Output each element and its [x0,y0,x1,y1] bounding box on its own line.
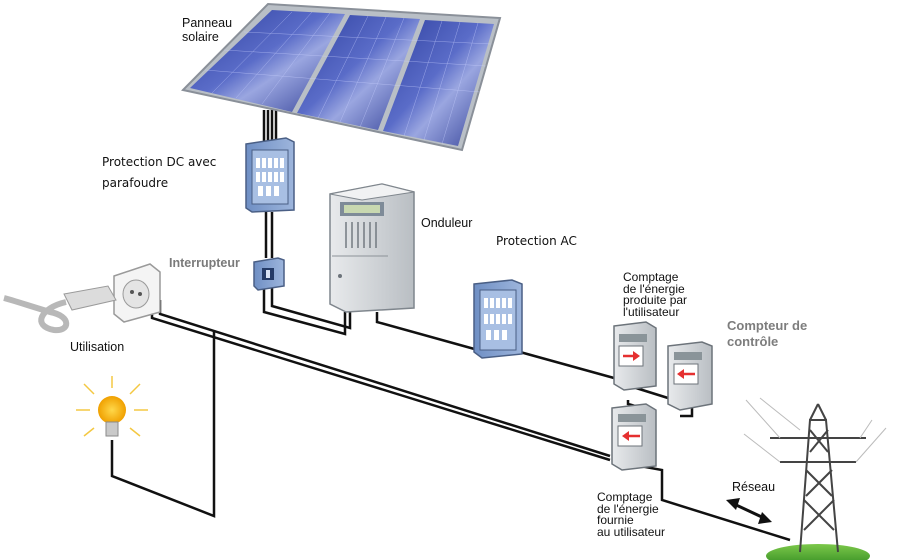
arrow-left-icon [677,369,695,379]
control-meter-label: Compteur de contrôle [727,318,808,349]
switch-label: Interrupteur [169,256,240,270]
meter-supplied [611,403,657,471]
arrow-right-icon [623,351,640,361]
solar-panel [181,2,502,152]
meter-produced [613,321,657,391]
double-arrow-icon [726,498,772,524]
dc-protection-box [245,137,295,213]
lamp [76,376,148,437]
socket-and-plug [3,263,161,334]
power-pylon [743,397,887,560]
grid-label: Réseau [732,480,776,494]
solar-panel-label: Panneau solaire [182,16,233,44]
ac-protection-box [473,279,523,359]
usage-label: Utilisation [70,340,125,354]
ac-protection-label: Protection AC [496,234,577,248]
meter-control [667,341,713,411]
meter-produced-label: Comptage de l'énergie produite par l'uti… [623,270,688,319]
switch-box [253,257,285,291]
inverter [329,183,415,313]
inverter-label: Onduleur [421,216,473,230]
dc-protection-label: Protection DC avec parafoudre [102,155,217,190]
arrow-left-icon [622,431,640,441]
meter-supplied-label: Comptage de l'énergie fournie au utilisa… [597,490,666,539]
